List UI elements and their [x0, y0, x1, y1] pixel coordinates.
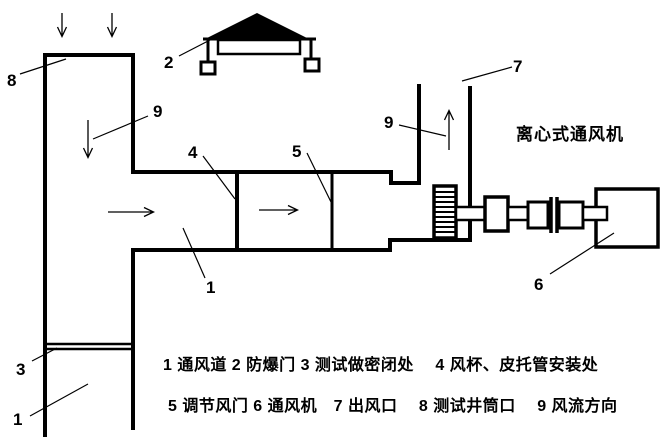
legend-line-1: 1 通风道 2 防爆门 3 测试做密闭处 4 风杯、皮托管安装处: [163, 355, 599, 374]
inflow-arrow-left: [56, 13, 68, 39]
fan-drivetrain: [432, 184, 660, 249]
callout-4: 4: [188, 143, 198, 162]
coupling-left: [526, 200, 550, 230]
canopy-frame: [216, 38, 302, 56]
duct-flow-arrow-1: [108, 206, 156, 218]
callout-2: 2: [164, 53, 173, 72]
canopy-right-foot: [303, 57, 321, 73]
airflow-arrows: [56, 13, 455, 218]
legend-line-2: 5 调节风门 6 通风机 7 出风口 8 测试井筒口 9 风流方向: [168, 396, 618, 415]
callout-1-duct: 1: [206, 278, 215, 297]
drive-shaft-3: [581, 205, 609, 222]
leader-5: [306, 152, 332, 203]
bearing-block: [483, 195, 510, 233]
callout-9-outlet: 9: [384, 113, 393, 132]
leader-1-duct: [182, 227, 206, 279]
downflow-arrow: [82, 120, 94, 160]
fan-impeller-stripes: [435, 191, 455, 233]
leader-7: [461, 66, 513, 82]
leader-4: [202, 155, 236, 200]
test-shaft-duct: [43, 53, 135, 437]
leader-3: [31, 347, 58, 362]
leader-9-shaft: [92, 115, 149, 140]
callout-5: 5: [292, 142, 301, 161]
drive-shaft-2: [506, 205, 530, 222]
leader-2: [178, 39, 211, 57]
leader-9-outlet: [398, 124, 447, 137]
callout-6: 6: [534, 275, 543, 294]
callout-9-shaft: 9: [153, 102, 162, 121]
inflow-arrow-right: [106, 13, 118, 39]
outlet-flow-arrow: [443, 108, 455, 150]
horizontal-duct: [131, 170, 472, 252]
leader-6: [549, 232, 615, 275]
canopy-roof: [205, 13, 309, 39]
callout-7: 7: [513, 57, 522, 76]
fan-type-label: 离心式通风机: [516, 124, 624, 144]
drive-shaft-1: [454, 205, 487, 222]
callout-3: 3: [16, 360, 25, 379]
leader-8: [19, 58, 67, 75]
coupling-right: [557, 200, 585, 230]
callout-1-lower: 1: [13, 410, 22, 429]
canopy-left-foot: [199, 60, 217, 76]
duct-flow-arrow-2: [259, 204, 300, 216]
callout-8: 8: [7, 71, 16, 90]
leader-1-lower: [29, 383, 89, 417]
leader-lines: [19, 39, 615, 417]
explosion-door-canopy: [199, 13, 321, 76]
